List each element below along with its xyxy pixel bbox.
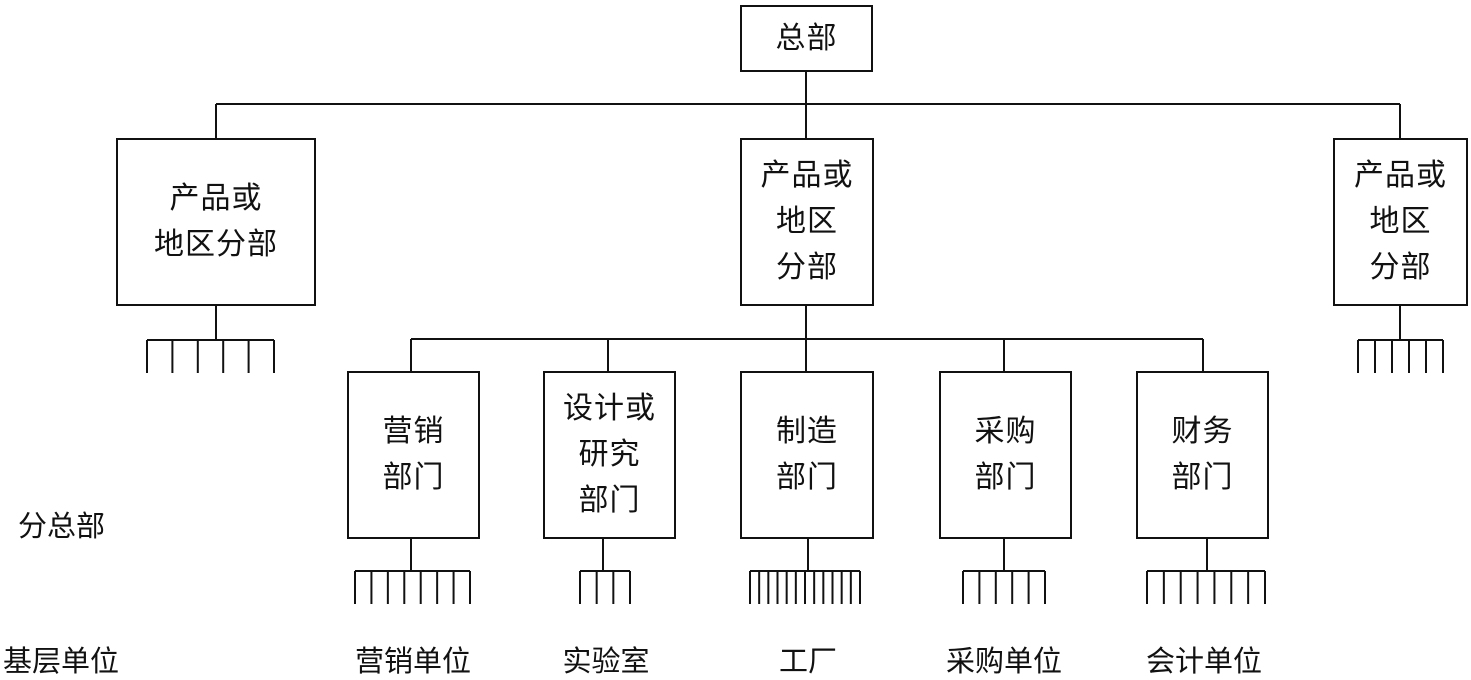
base-level-label: 基层单位	[3, 644, 120, 678]
department-box-finance: 财务 部门	[1136, 371, 1269, 539]
division-box-right: 产品或 地区 分部	[1333, 138, 1468, 306]
department-box-design: 设计或 研究 部门	[543, 371, 676, 539]
department-box-purchasing: 采购 部门	[939, 371, 1072, 539]
department-box-manufacturing: 制造 部门	[740, 371, 874, 539]
unit-label-marketing: 营销单位	[354, 644, 472, 678]
unit-label-purchasing: 采购单位	[945, 644, 1063, 678]
headquarters-box: 总部	[740, 5, 873, 72]
division-box-center: 产品或 地区 分部	[740, 138, 874, 306]
division-label: 产品或 地区分部	[154, 181, 278, 262]
department-label: 采购 部门	[974, 414, 1037, 495]
headquarters-label: 总部	[775, 20, 838, 56]
division-label: 产品或 地区 分部	[760, 158, 854, 285]
department-label: 营销 部门	[382, 414, 445, 495]
unit-label-lab: 实验室	[562, 644, 650, 678]
division-label: 产品或 地区 分部	[1354, 158, 1447, 285]
department-label: 设计或 研究 部门	[563, 391, 656, 518]
division-box-left: 产品或 地区分部	[116, 138, 316, 306]
unit-label-accounting: 会计单位	[1145, 644, 1263, 678]
unit-label-factory: 工厂	[778, 644, 838, 678]
department-label: 制造 部门	[776, 414, 838, 495]
department-box-marketing: 营销 部门	[347, 371, 480, 539]
division-level-label: 分总部	[18, 509, 106, 543]
department-label: 财务 部门	[1171, 414, 1234, 495]
